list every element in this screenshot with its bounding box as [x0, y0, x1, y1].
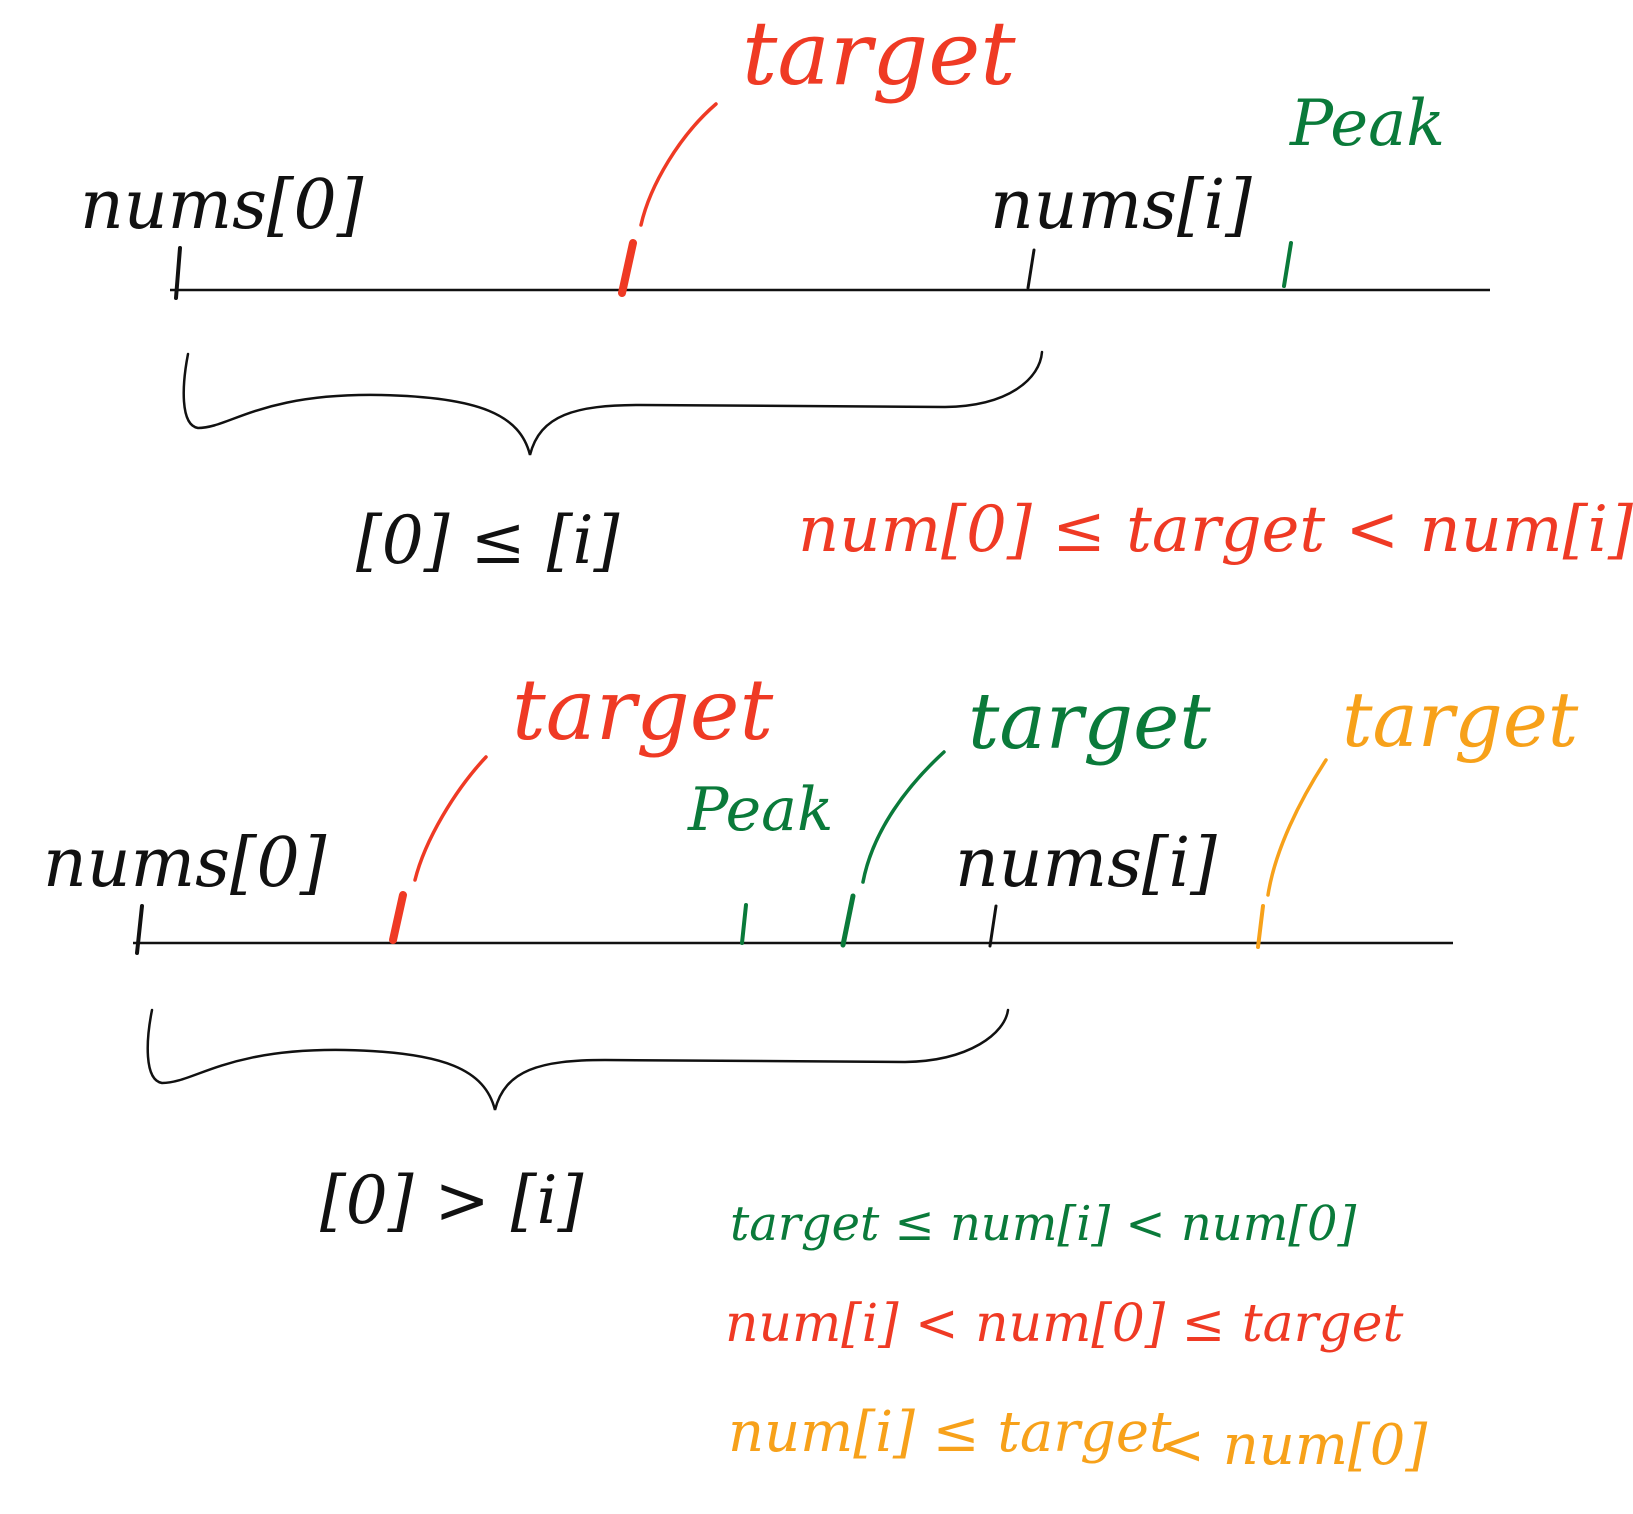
bottom-numsi-label: nums[i] — [955, 824, 1217, 903]
bottom-inequality-orange-right: < num[0] — [1158, 1413, 1428, 1478]
top-numsi-label: nums[i] — [990, 166, 1252, 245]
bottom-inequality-red: num[i] < num[0] ≤ target — [725, 1294, 1404, 1354]
bottom-tick-peak — [740, 903, 748, 945]
bottom-tick-target-red — [389, 891, 407, 944]
top-inequality: num[0] ≤ target < num[i] — [798, 493, 1633, 567]
bottom-peak-label: Peak — [688, 775, 834, 845]
bottom-pointer-target-green — [861, 750, 946, 884]
bottom-tick-target-green — [840, 893, 856, 948]
bottom-tick-target-orange — [1256, 904, 1265, 949]
bottom-target-label-green: target — [968, 677, 1211, 767]
top-brace-condition: [0] ≤ [i] — [356, 502, 620, 579]
bottom-inequality-green: target ≤ num[i] < num[0] — [730, 1196, 1357, 1252]
top-tick-nums0 — [174, 246, 182, 300]
top-pointer-target — [639, 102, 718, 227]
bottom-nums0-label: nums[0] — [43, 824, 327, 903]
bottom-inequality-orange-left: num[i] ≤ target — [728, 1400, 1172, 1465]
top-tick-peak — [1282, 241, 1293, 288]
bottom-target-label-red: target — [512, 661, 774, 759]
bottom-pointer-target-orange — [1266, 758, 1328, 897]
top-brace — [182, 350, 1044, 456]
bottom-brace-condition: [0] > [i] — [320, 1162, 584, 1239]
top-peak-label: Peak — [1290, 87, 1445, 161]
bottom-tick-nums0 — [135, 904, 144, 955]
bottom-brace — [146, 1008, 1010, 1111]
top-tick-numsi — [1026, 248, 1036, 290]
top-tick-target — [618, 239, 637, 297]
bottom-tick-numsi — [988, 904, 998, 948]
bottom-pointer-target-red — [413, 755, 488, 882]
top-nums0-label: nums[0] — [80, 166, 364, 245]
top-target-label: target — [742, 2, 1016, 105]
bottom-target-label-orange: target — [1342, 675, 1579, 764]
